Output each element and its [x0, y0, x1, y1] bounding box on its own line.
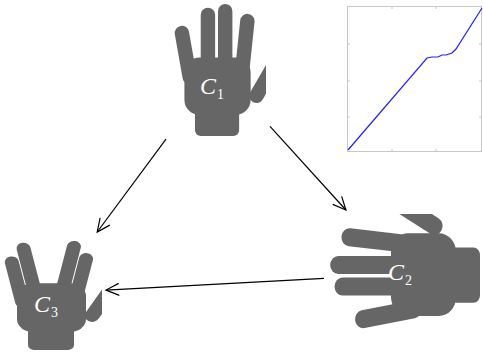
hand-part [28, 321, 74, 350]
arrow-connector [97, 139, 166, 232]
hand-part [195, 102, 239, 136]
plot-ticks [348, 7, 482, 152]
hand-node: C3 [2, 236, 102, 350]
plot-frame [348, 7, 482, 152]
node-label: C3 [34, 292, 58, 320]
node-label: C1 [200, 74, 224, 102]
node-label: C2 [388, 260, 412, 288]
hand-shape [2, 236, 102, 350]
plot-curve [348, 8, 482, 150]
hand-part [441, 248, 480, 303]
hand-shape [170, 2, 266, 136]
hand-node: C1 [170, 2, 266, 136]
hand-part [82, 281, 102, 324]
arrow-connector [106, 278, 324, 290]
hand-part [388, 214, 445, 238]
hand-node: C2 [328, 214, 480, 334]
hand-part [247, 55, 266, 105]
hand-shape [328, 214, 480, 334]
arrow-connector [270, 126, 346, 210]
